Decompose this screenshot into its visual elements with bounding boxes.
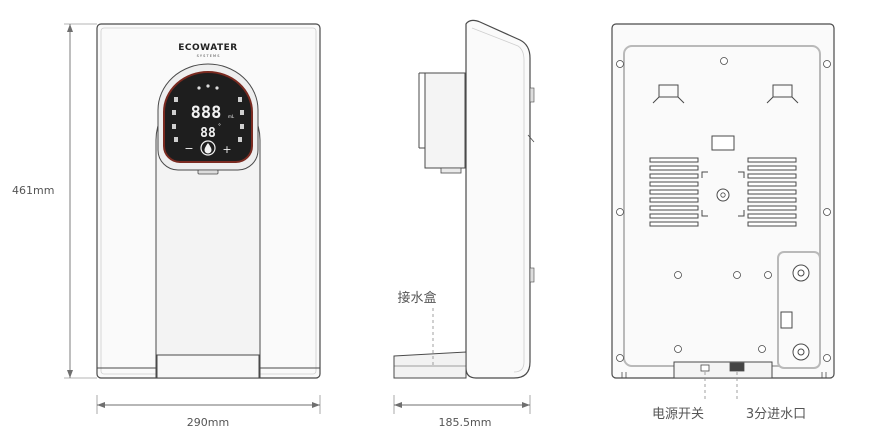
height-dimension xyxy=(64,23,97,379)
wall-hook-left xyxy=(652,84,685,104)
dispenser-nozzle xyxy=(197,169,219,175)
side-tab xyxy=(529,267,535,283)
right-indicator-icon xyxy=(238,137,242,142)
brand-logo: ECOWATER xyxy=(178,43,237,53)
left-indicator-icon xyxy=(172,110,176,115)
side-rear-module xyxy=(424,72,466,169)
display-temp-readout: 88 xyxy=(200,126,216,141)
mount-hole xyxy=(616,208,624,216)
indicator-dot xyxy=(197,86,201,90)
side-module-foot xyxy=(440,167,462,174)
mount-hole xyxy=(720,57,728,65)
front-width-dimension xyxy=(96,395,321,414)
power-switch-label: 电源开关 xyxy=(652,407,704,422)
inlet-fitting-top-core xyxy=(797,269,805,277)
center-screw-core xyxy=(720,192,726,198)
connector-panel xyxy=(777,251,821,369)
dispense-button[interactable] xyxy=(200,140,216,156)
drip-tray xyxy=(156,354,260,379)
center-bracket xyxy=(701,171,745,217)
height-dimension-label: 461mm xyxy=(12,184,54,197)
power-socket xyxy=(780,311,793,329)
display-temp-unit: ° xyxy=(218,123,221,130)
water-inlet-label: 3分进水口 xyxy=(746,407,806,422)
inlet-fitting-bottom-core xyxy=(797,348,805,356)
side-main-body xyxy=(465,19,531,379)
left-indicator-icon xyxy=(172,124,176,129)
lower-hole xyxy=(674,345,682,353)
lower-hole xyxy=(758,345,766,353)
mount-hole xyxy=(616,354,624,362)
back-label-plate xyxy=(711,135,735,151)
mount-hole xyxy=(823,208,831,216)
front-width-label: 290mm xyxy=(187,416,229,429)
side-view xyxy=(393,19,535,379)
brand-subtitle: S Y S T E M S xyxy=(197,54,221,58)
water-inlet-port[interactable] xyxy=(729,362,745,372)
minus-button[interactable]: − xyxy=(184,142,193,155)
water-drop-icon xyxy=(204,143,212,154)
lower-hole xyxy=(733,271,741,279)
side-body-inner-edge xyxy=(471,27,525,373)
water-box-label: 接水盒 xyxy=(397,290,436,306)
back-view xyxy=(611,23,835,400)
vent-grille-left xyxy=(649,157,699,227)
plus-button[interactable]: + xyxy=(222,143,231,156)
wall-hook-right xyxy=(766,84,799,104)
front-view: ECOWATER S Y S T E M S 888 mL 88 ° − + xyxy=(96,23,321,379)
side-width-dimension xyxy=(393,395,531,414)
left-indicator-icon xyxy=(174,137,178,142)
mount-hole xyxy=(823,60,831,68)
control-display xyxy=(163,71,253,163)
vent-grille-right xyxy=(747,157,797,227)
indicator-dot xyxy=(215,86,219,90)
indicator-dot xyxy=(206,84,210,88)
lower-hole xyxy=(764,271,772,279)
display-volume-unit: mL xyxy=(228,114,235,119)
mount-hole xyxy=(616,60,624,68)
power-switch[interactable] xyxy=(700,364,710,372)
mount-hole xyxy=(823,354,831,362)
right-indicator-icon xyxy=(240,124,244,129)
feet-marks xyxy=(621,372,827,378)
right-indicator-icon xyxy=(240,110,244,115)
display-volume-readout: 888 xyxy=(191,103,222,123)
back-base xyxy=(673,361,773,379)
side-width-label: 185.5mm xyxy=(439,416,492,429)
lower-hole xyxy=(674,271,682,279)
side-tab xyxy=(529,87,535,103)
side-drip-tray xyxy=(393,351,467,379)
left-indicator-icon xyxy=(174,97,178,102)
right-indicator-icon xyxy=(238,97,242,102)
